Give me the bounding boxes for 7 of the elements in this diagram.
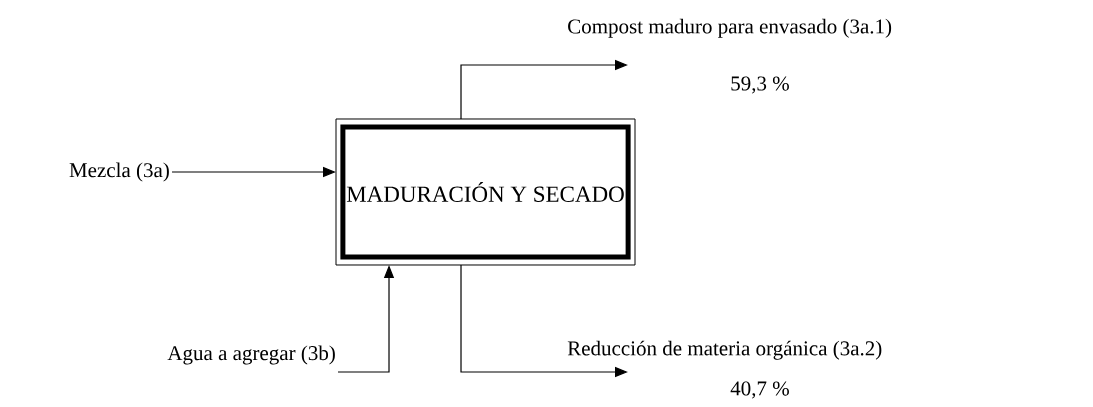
text-label: Mezcla (3a) [69,162,169,182]
text-label: Compost maduro para envasado (3a.1) [568,18,892,38]
text-label: Reducción de materia orgánica (3a.2) [567,340,882,360]
percentage-label: 59,3 % [731,76,789,94]
text-label: Agua a agregar (3b) [167,345,335,365]
process-box: MADURACIÓN Y SECADO [335,118,636,266]
percentage-label: 40,7 % [730,381,789,399]
